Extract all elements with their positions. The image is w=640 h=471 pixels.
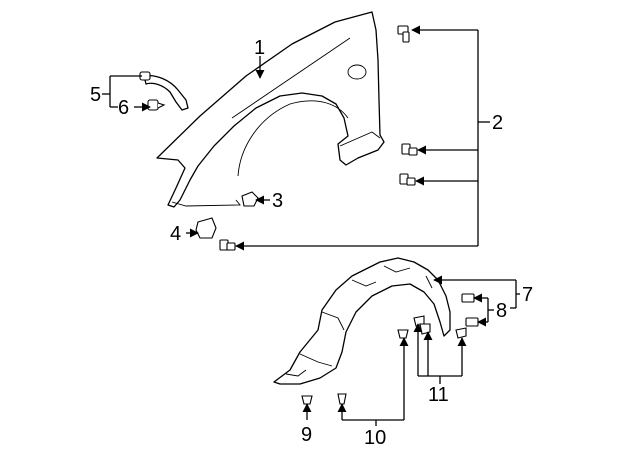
screw xyxy=(301,395,313,405)
callout-8: 8 xyxy=(496,300,507,322)
liner-clip xyxy=(455,327,467,339)
callout-6: 6 xyxy=(118,97,129,119)
callout-7: 7 xyxy=(522,284,533,306)
fender-panel xyxy=(156,11,385,208)
callout-10: 10 xyxy=(364,427,386,449)
liner-clip xyxy=(461,293,475,303)
screw xyxy=(337,393,347,405)
bolt xyxy=(399,173,416,186)
callout-9: 9 xyxy=(301,424,312,446)
liner-clip xyxy=(465,317,479,327)
callout-4: 4 xyxy=(170,223,181,245)
bolt xyxy=(397,25,410,43)
fender-bracket xyxy=(195,217,217,239)
screw xyxy=(397,329,409,339)
callout-5: 5 xyxy=(90,84,101,106)
callout-11: 11 xyxy=(428,384,449,406)
leader-lines xyxy=(102,25,520,426)
callout-2: 2 xyxy=(492,112,503,134)
callout-3: 3 xyxy=(272,190,283,212)
fender-molding xyxy=(139,71,189,111)
callout-1: 1 xyxy=(254,37,265,59)
fender-liner xyxy=(273,257,451,385)
bolt xyxy=(219,239,236,251)
fender-clip xyxy=(241,191,259,207)
molding-clip xyxy=(147,99,166,111)
bolt xyxy=(401,143,418,156)
